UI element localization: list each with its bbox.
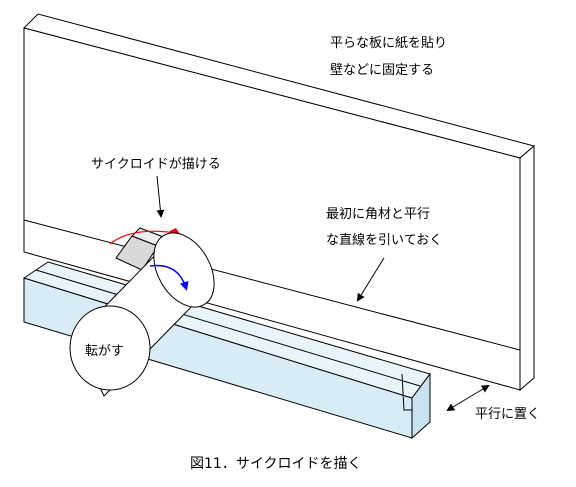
place-parallel-label: 平行に置く	[475, 407, 540, 422]
roll-label: 転がす	[85, 344, 124, 359]
cycloid-label: サイクロイドが描ける	[91, 157, 221, 172]
board-side-edge	[519, 144, 535, 392]
cylinder-back-end	[153, 232, 215, 308]
cycloid-trace	[109, 230, 169, 245]
board-label-line2: 壁などに固定する	[330, 63, 434, 78]
parallel-line-label-line2: な直線を引いておく	[326, 232, 442, 248]
line-pointer-arrow	[356, 257, 385, 302]
figure-caption: 図11．サイクロイドを描く	[190, 456, 362, 472]
reference-line	[23, 219, 521, 351]
cylinder-front-end	[69, 305, 151, 391]
board-label-line1: 平らな板に紙を貼り	[330, 36, 447, 51]
board	[23, 13, 536, 392]
bar-end-face	[411, 372, 431, 440]
parallel-line-label-line1: 最初に角材と平行	[326, 207, 430, 222]
board-face	[23, 27, 521, 391]
place-pointer-arrow	[446, 384, 490, 412]
bar-edge-line	[35, 269, 421, 387]
bar-end-notch	[401, 373, 412, 411]
cycloid-pointer-arrow	[156, 175, 165, 218]
rotation-arrow	[149, 264, 189, 291]
cylinder	[69, 232, 215, 397]
